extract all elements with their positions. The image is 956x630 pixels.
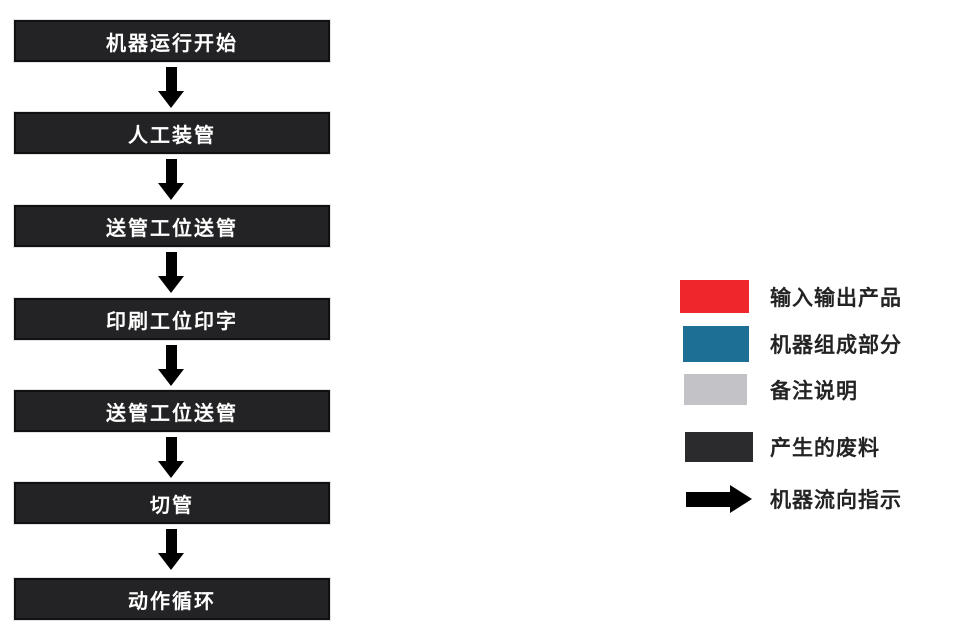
- legend-swatch-cell: [680, 326, 754, 362]
- arrow-shaft: [165, 345, 177, 369]
- legend-label: 机器流向指示: [770, 488, 902, 512]
- down-arrow-icon: [158, 529, 184, 570]
- arrow-head: [158, 183, 184, 200]
- arrow-head: [158, 553, 184, 570]
- flow-step-cut-tube: 切管: [14, 482, 330, 524]
- arrow-shaft: [165, 159, 177, 183]
- dark-swatch-icon: [685, 432, 753, 462]
- right-arrow-icon: [686, 485, 752, 513]
- flow-step-label: 印刷工位印字: [106, 308, 238, 333]
- arrow-shaft: [165, 67, 177, 91]
- down-arrow-icon: [158, 252, 184, 293]
- gray-swatch-icon: [684, 374, 747, 405]
- arrow-head: [158, 369, 184, 386]
- legend-item-notes: 备注说明: [680, 374, 858, 405]
- legend-swatch-cell: [680, 485, 754, 513]
- legend-item-machine-parts: 机器组成部分: [680, 326, 902, 362]
- arrow-head: [158, 276, 184, 293]
- flow-step-label: 机器运行开始: [106, 30, 238, 55]
- flow-step-feed-tube-1: 送管工位送管: [14, 205, 330, 247]
- legend-swatch-cell: [680, 280, 754, 313]
- flow-step-feed-tube-2: 送管工位送管: [14, 390, 330, 432]
- legend-label: 机器组成部分: [770, 333, 902, 357]
- arrow-head: [158, 461, 184, 478]
- down-arrow-icon: [158, 159, 184, 200]
- legend-label: 产生的废料: [770, 436, 880, 460]
- flow-step-label: 送管工位送管: [106, 400, 238, 425]
- flow-step-label: 动作循环: [128, 588, 216, 613]
- flow-step-machine-start: 机器运行开始: [14, 20, 330, 62]
- flow-step-print: 印刷工位印字: [14, 298, 330, 340]
- arrow-shaft: [165, 529, 177, 553]
- legend-item-waste: 产生的废料: [680, 432, 880, 462]
- blue-swatch-icon: [683, 326, 749, 362]
- flow-step-action-cycle: 动作循环: [14, 578, 330, 620]
- legend-swatch-cell: [680, 432, 754, 462]
- arrow-shaft: [686, 491, 730, 507]
- arrow-shaft: [165, 252, 177, 276]
- legend-item-flow-direction: 机器流向指示: [680, 484, 902, 514]
- legend-swatch-cell: [680, 374, 754, 405]
- flow-step-manual-load: 人工装管: [14, 112, 330, 154]
- flow-step-label: 人工装管: [128, 122, 216, 147]
- red-swatch-icon: [680, 280, 749, 313]
- down-arrow-icon: [158, 345, 184, 386]
- arrow-shaft: [165, 437, 177, 461]
- arrow-head: [158, 91, 184, 108]
- down-arrow-icon: [158, 437, 184, 478]
- down-arrow-icon: [158, 67, 184, 108]
- flow-step-label: 切管: [150, 492, 194, 517]
- arrow-head: [730, 485, 752, 513]
- legend-label: 备注说明: [770, 378, 858, 403]
- flow-step-label: 送管工位送管: [106, 215, 238, 240]
- legend-item-input-output: 输入输出产品: [680, 280, 902, 313]
- legend-label: 输入输出产品: [770, 285, 902, 310]
